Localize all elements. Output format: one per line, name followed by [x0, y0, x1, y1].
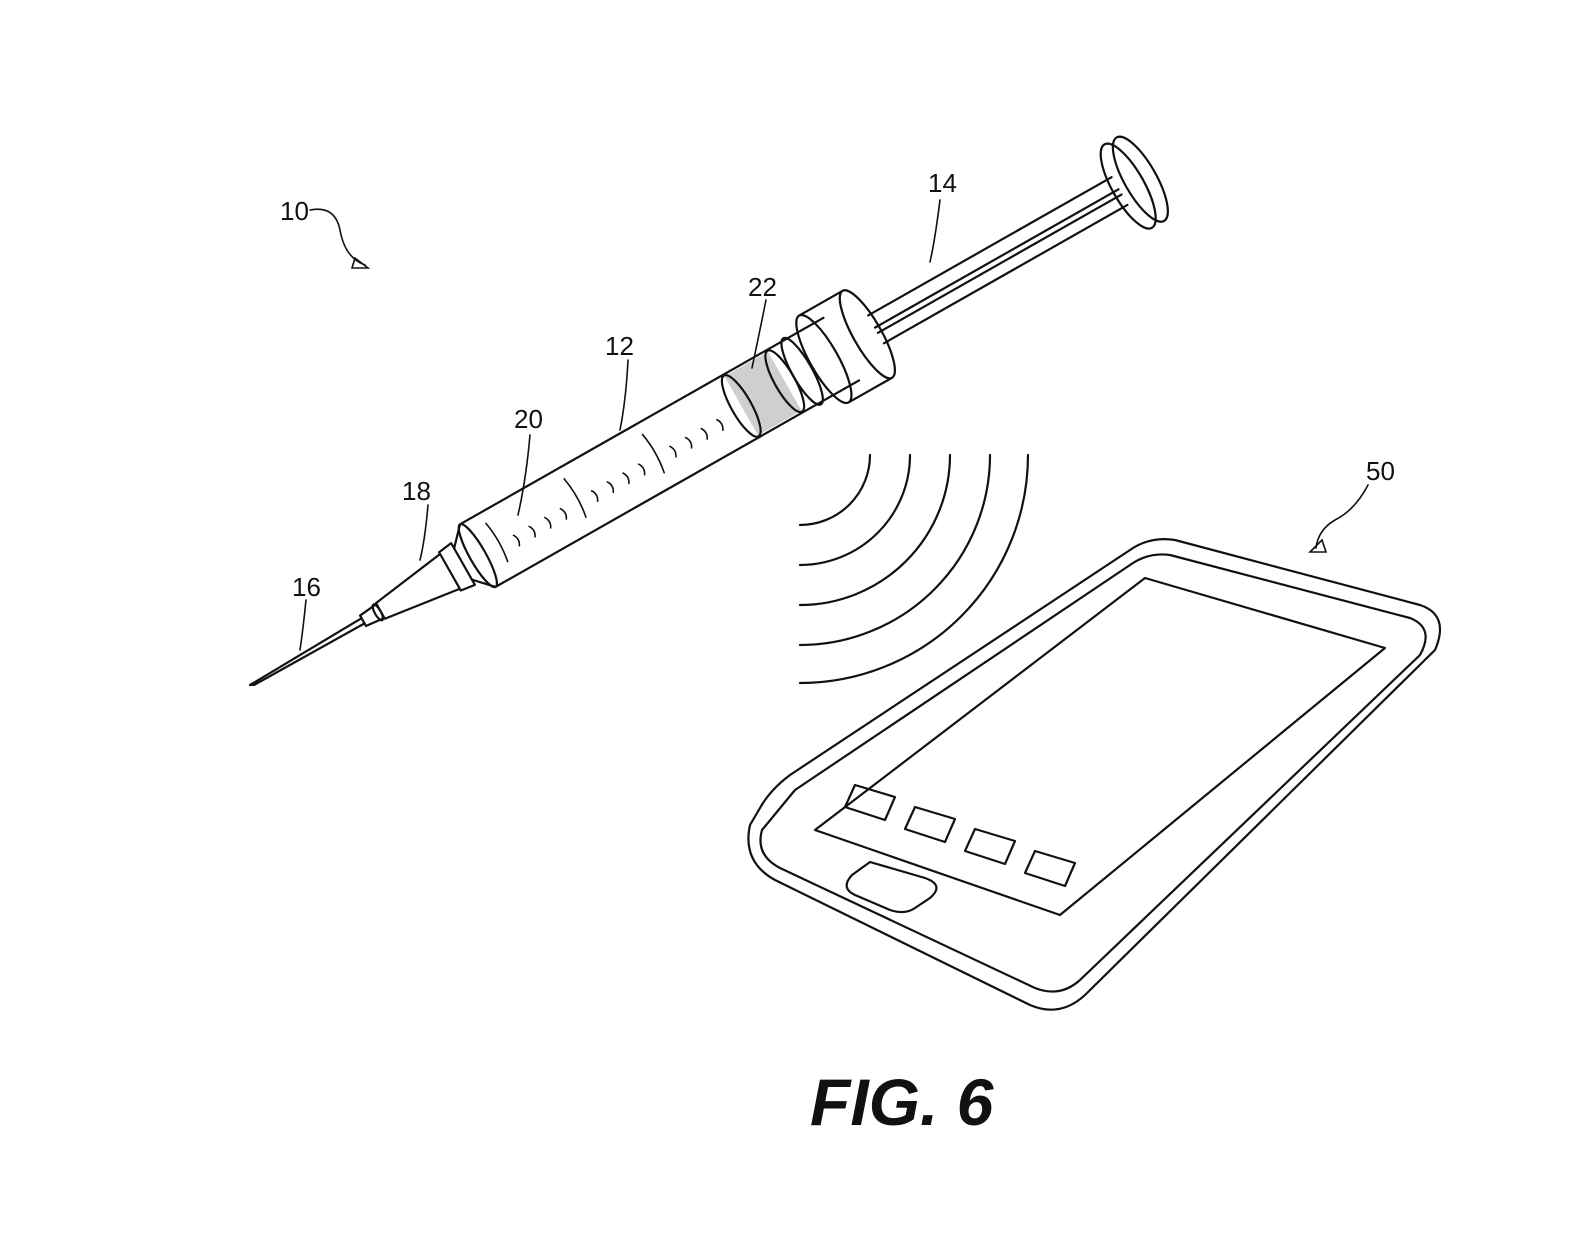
graduation-mark	[700, 427, 709, 440]
graduation-mark	[684, 436, 693, 449]
label-system: 10	[280, 196, 309, 226]
mobile-device	[747, 538, 1442, 1011]
label-mobile-device: 50	[1366, 456, 1395, 486]
signal-arc	[798, 453, 992, 647]
finger-flange	[798, 289, 894, 404]
graduation-mark	[622, 472, 630, 485]
app-icon	[903, 805, 957, 844]
graduation-mark	[559, 507, 568, 520]
graduation-mark	[485, 522, 509, 563]
app-icons	[843, 783, 1077, 888]
graduation-mark	[641, 433, 665, 474]
graduation-mark	[606, 481, 615, 494]
signal-arc	[798, 453, 1030, 685]
wireless-signal-icon	[798, 453, 1030, 685]
app-icon	[1023, 849, 1077, 888]
plunger-rod	[867, 176, 1129, 345]
thumb-pad	[1099, 142, 1157, 230]
screen	[813, 576, 1387, 917]
graduation-mark	[669, 445, 677, 458]
signal-arc	[798, 453, 872, 527]
leader-lines	[299, 199, 1369, 651]
label-graduations: 20	[514, 404, 543, 434]
graduation-mark	[637, 463, 646, 476]
graduation-mark	[543, 516, 552, 529]
graduation-mark	[590, 490, 599, 503]
graduations	[485, 418, 724, 563]
figure-title: FIG. 6	[810, 1065, 995, 1139]
graduation-mark	[716, 418, 724, 431]
signal-arc	[798, 453, 952, 607]
syringe	[248, 135, 1169, 687]
graduation-mark	[512, 534, 521, 547]
sensor-stopper	[724, 351, 802, 436]
label-needle: 16	[292, 572, 321, 602]
graduation-mark	[528, 525, 536, 538]
label-plunger: 14	[928, 168, 957, 198]
app-icon	[843, 783, 897, 822]
needle	[248, 617, 366, 687]
needle-hub	[358, 542, 476, 628]
graduation-mark	[563, 478, 587, 518]
label-sensor: 22	[748, 272, 777, 302]
signal-arc	[798, 453, 912, 567]
label-hub: 18	[402, 476, 431, 506]
barrel	[453, 316, 861, 588]
label-barrel: 12	[605, 331, 634, 361]
home-button	[845, 860, 938, 914]
app-icon	[963, 827, 1017, 866]
